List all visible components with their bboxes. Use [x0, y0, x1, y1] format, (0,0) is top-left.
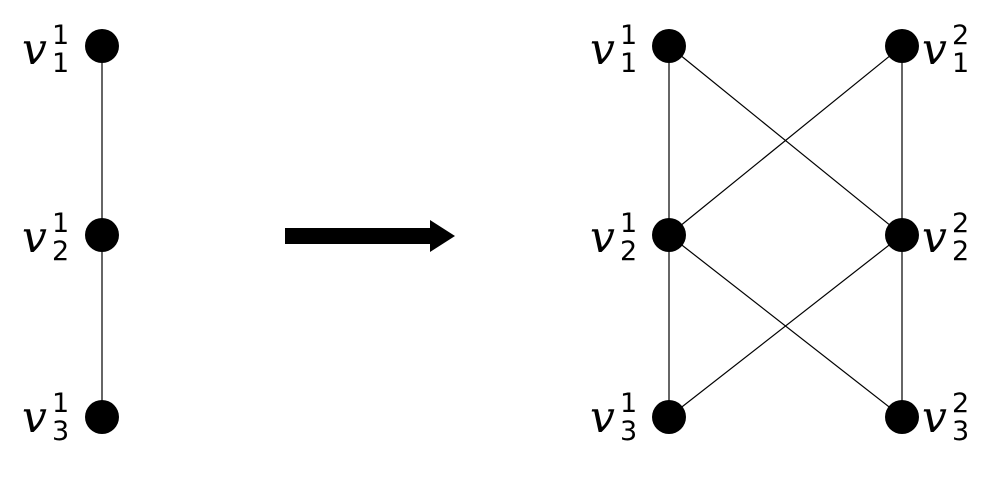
label-subscript: 1 [52, 48, 69, 79]
left-graph-node-l2 [85, 218, 119, 252]
label-subscript: 2 [52, 236, 69, 267]
node-label-right-b1: v 2 1 [922, 20, 969, 79]
label-superscript: 2 [952, 388, 969, 419]
label-superscript: 1 [52, 20, 69, 51]
label-base: v [922, 392, 947, 443]
label-base: v [922, 24, 947, 75]
label-base: v [22, 24, 47, 75]
left-graph-nodes [85, 29, 119, 434]
label-superscript: 1 [620, 208, 637, 239]
label-superscript: 2 [952, 208, 969, 239]
label-subscript: 1 [620, 48, 637, 79]
label-superscript: 1 [620, 20, 637, 51]
label-superscript: 1 [52, 208, 69, 239]
label-subscript: 3 [620, 416, 637, 447]
right-graph-node-b1 [885, 29, 919, 63]
label-subscript: 2 [620, 236, 637, 267]
label-subscript: 3 [952, 416, 969, 447]
label-superscript: 1 [52, 388, 69, 419]
label-base: v [590, 24, 615, 75]
node-label-right-a1: v 1 1 [590, 20, 637, 79]
right-graph-node-a3 [652, 400, 686, 434]
left-graph-node-l1 [85, 29, 119, 63]
right-graph-edges [668, 45, 903, 418]
node-label-right-b2: v 2 2 [922, 208, 969, 267]
right-graph-edge-a3-b2 [668, 234, 903, 418]
right-graph-node-b3 [885, 400, 919, 434]
node-label-left-1: v 1 1 [22, 20, 69, 79]
left-graph-node-l3 [85, 400, 119, 434]
node-label-right-a2: v 1 2 [590, 208, 637, 267]
node-label-left-3: v 1 3 [22, 388, 69, 447]
label-base: v [590, 212, 615, 263]
node-label-right-a3: v 1 3 [590, 388, 637, 447]
right-arrow-icon [285, 220, 455, 252]
label-subscript: 1 [952, 48, 969, 79]
label-base: v [590, 392, 615, 443]
right-graph-nodes [652, 29, 919, 434]
right-graph-node-a1 [652, 29, 686, 63]
label-subscript: 2 [952, 236, 969, 267]
node-label-right-b3: v 2 3 [922, 388, 969, 447]
label-base: v [22, 392, 47, 443]
right-graph-node-b2 [885, 218, 919, 252]
node-label-left-2: v 1 2 [22, 208, 69, 267]
label-superscript: 1 [620, 388, 637, 419]
right-graph-node-a2 [652, 218, 686, 252]
label-superscript: 2 [952, 20, 969, 51]
right-graph-edge-a2-b1 [668, 45, 903, 236]
label-base: v [22, 212, 47, 263]
label-subscript: 3 [52, 416, 69, 447]
label-base: v [922, 212, 947, 263]
